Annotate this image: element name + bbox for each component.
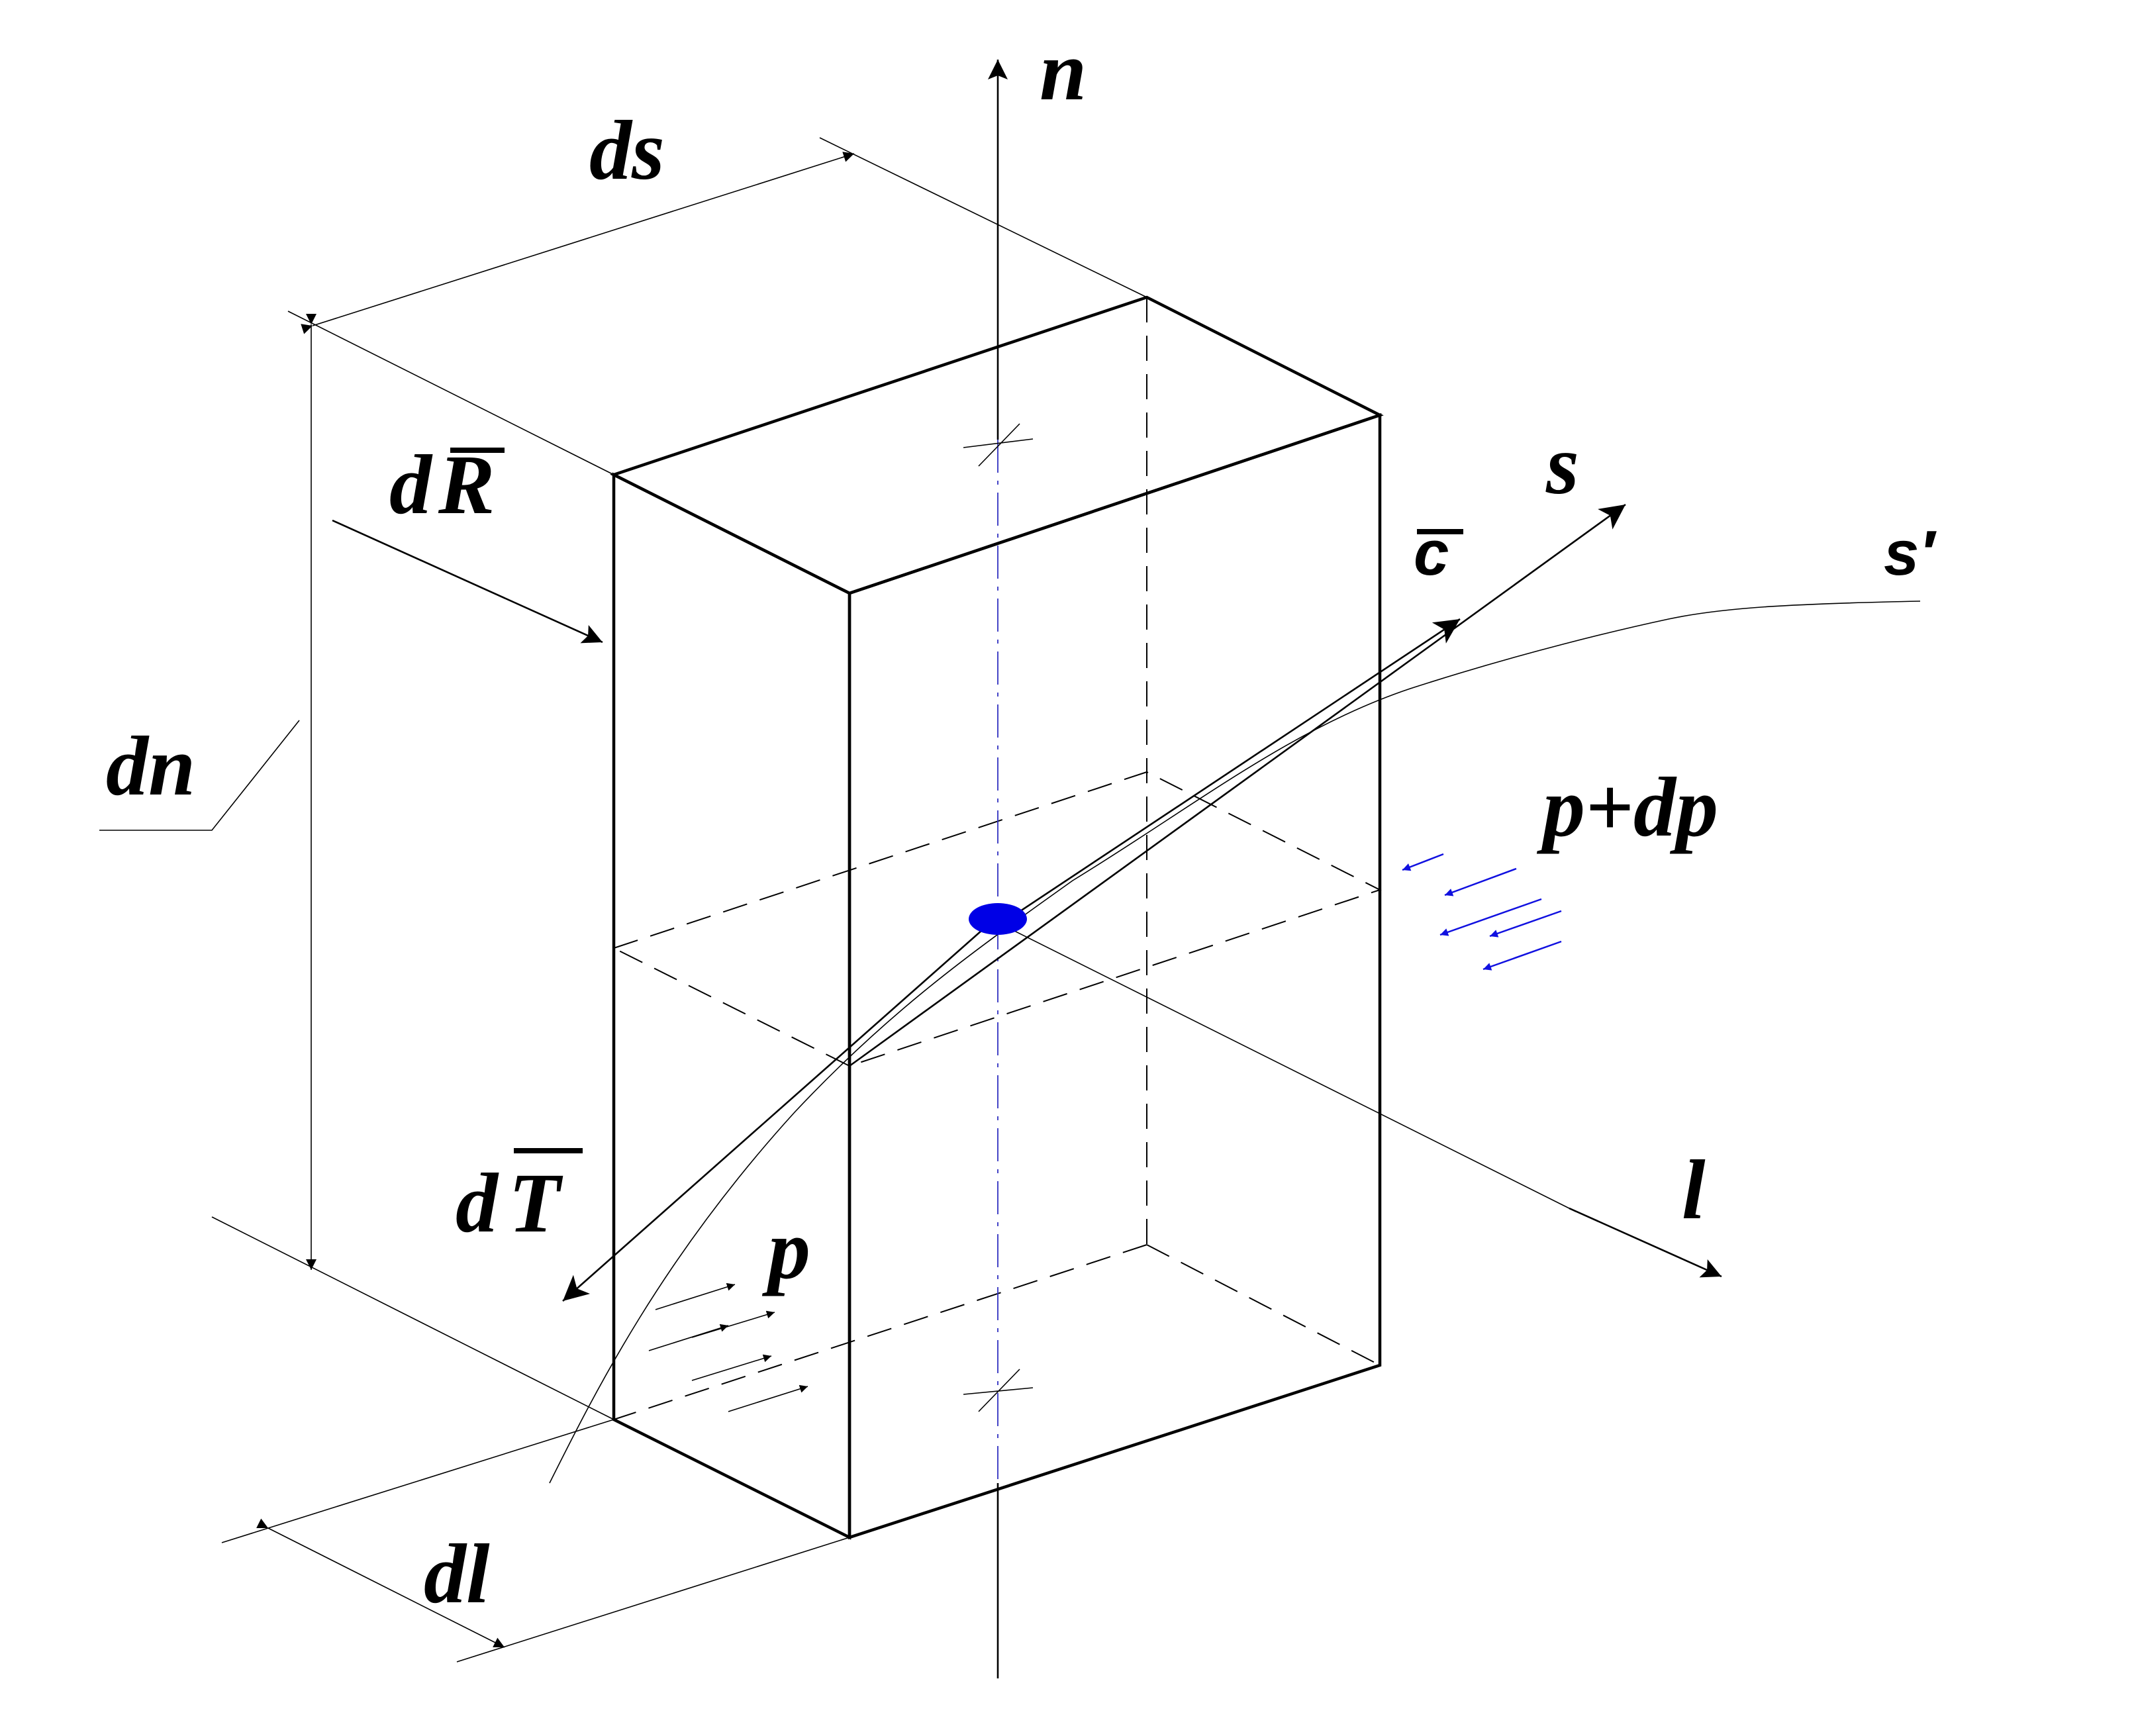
- label-dT-T: T: [509, 1156, 563, 1250]
- box-top-face: [610, 295, 1384, 595]
- box-hidden-edges: [613, 297, 1381, 1420]
- l-axis-arrow: [1569, 1207, 1722, 1278]
- blue-arrow: [1402, 853, 1444, 871]
- l-axis-line: [993, 920, 1577, 1212]
- label-dR: d R: [389, 438, 505, 532]
- blue-arrow: [1489, 910, 1562, 938]
- label-ds: ds: [589, 103, 665, 197]
- label-dn: dn: [106, 719, 195, 813]
- label-n: n: [1040, 24, 1087, 118]
- label-dT-d: d: [456, 1156, 499, 1250]
- label-c: c: [1414, 518, 1463, 589]
- blue-arrow: [1482, 940, 1562, 971]
- label-dl: dl: [424, 1527, 490, 1621]
- dR-arrow: [332, 519, 603, 644]
- ds-dimension: [287, 137, 1147, 475]
- pressure-p-arrows: [648, 1282, 808, 1412]
- pressure-p-plus-dp-arrows: [1402, 853, 1562, 971]
- label-s: s: [1545, 418, 1579, 512]
- label-p-plus-dp: p+dp: [1536, 760, 1718, 854]
- s-axis: [849, 503, 1626, 1067]
- dn-dimension: [99, 314, 614, 1420]
- middle-section-plane: [612, 771, 1382, 1067]
- label-s-prime: s′: [1884, 518, 1937, 589]
- dT-arrow: [562, 920, 994, 1302]
- label-dR-R: R: [438, 438, 495, 532]
- s-prime-streamline: [549, 601, 1921, 1484]
- velocity-c-arrow: [1006, 618, 1461, 922]
- blue-arrow: [1439, 898, 1542, 936]
- label-p: p: [761, 1202, 810, 1296]
- label-c-text: c: [1414, 518, 1449, 589]
- box-front-face: [612, 472, 851, 1540]
- label-l: l: [1682, 1143, 1706, 1237]
- n-axis-cross-marks: [963, 423, 1034, 1412]
- label-dR-d: d: [389, 438, 433, 532]
- centre-point: [969, 903, 1027, 935]
- label-dT: d T: [456, 1148, 583, 1250]
- blue-arrow: [1444, 867, 1517, 896]
- fluid-element-box: [610, 295, 1384, 1540]
- dl-dimension: [221, 1419, 850, 1663]
- box-right-face: [848, 412, 1382, 1540]
